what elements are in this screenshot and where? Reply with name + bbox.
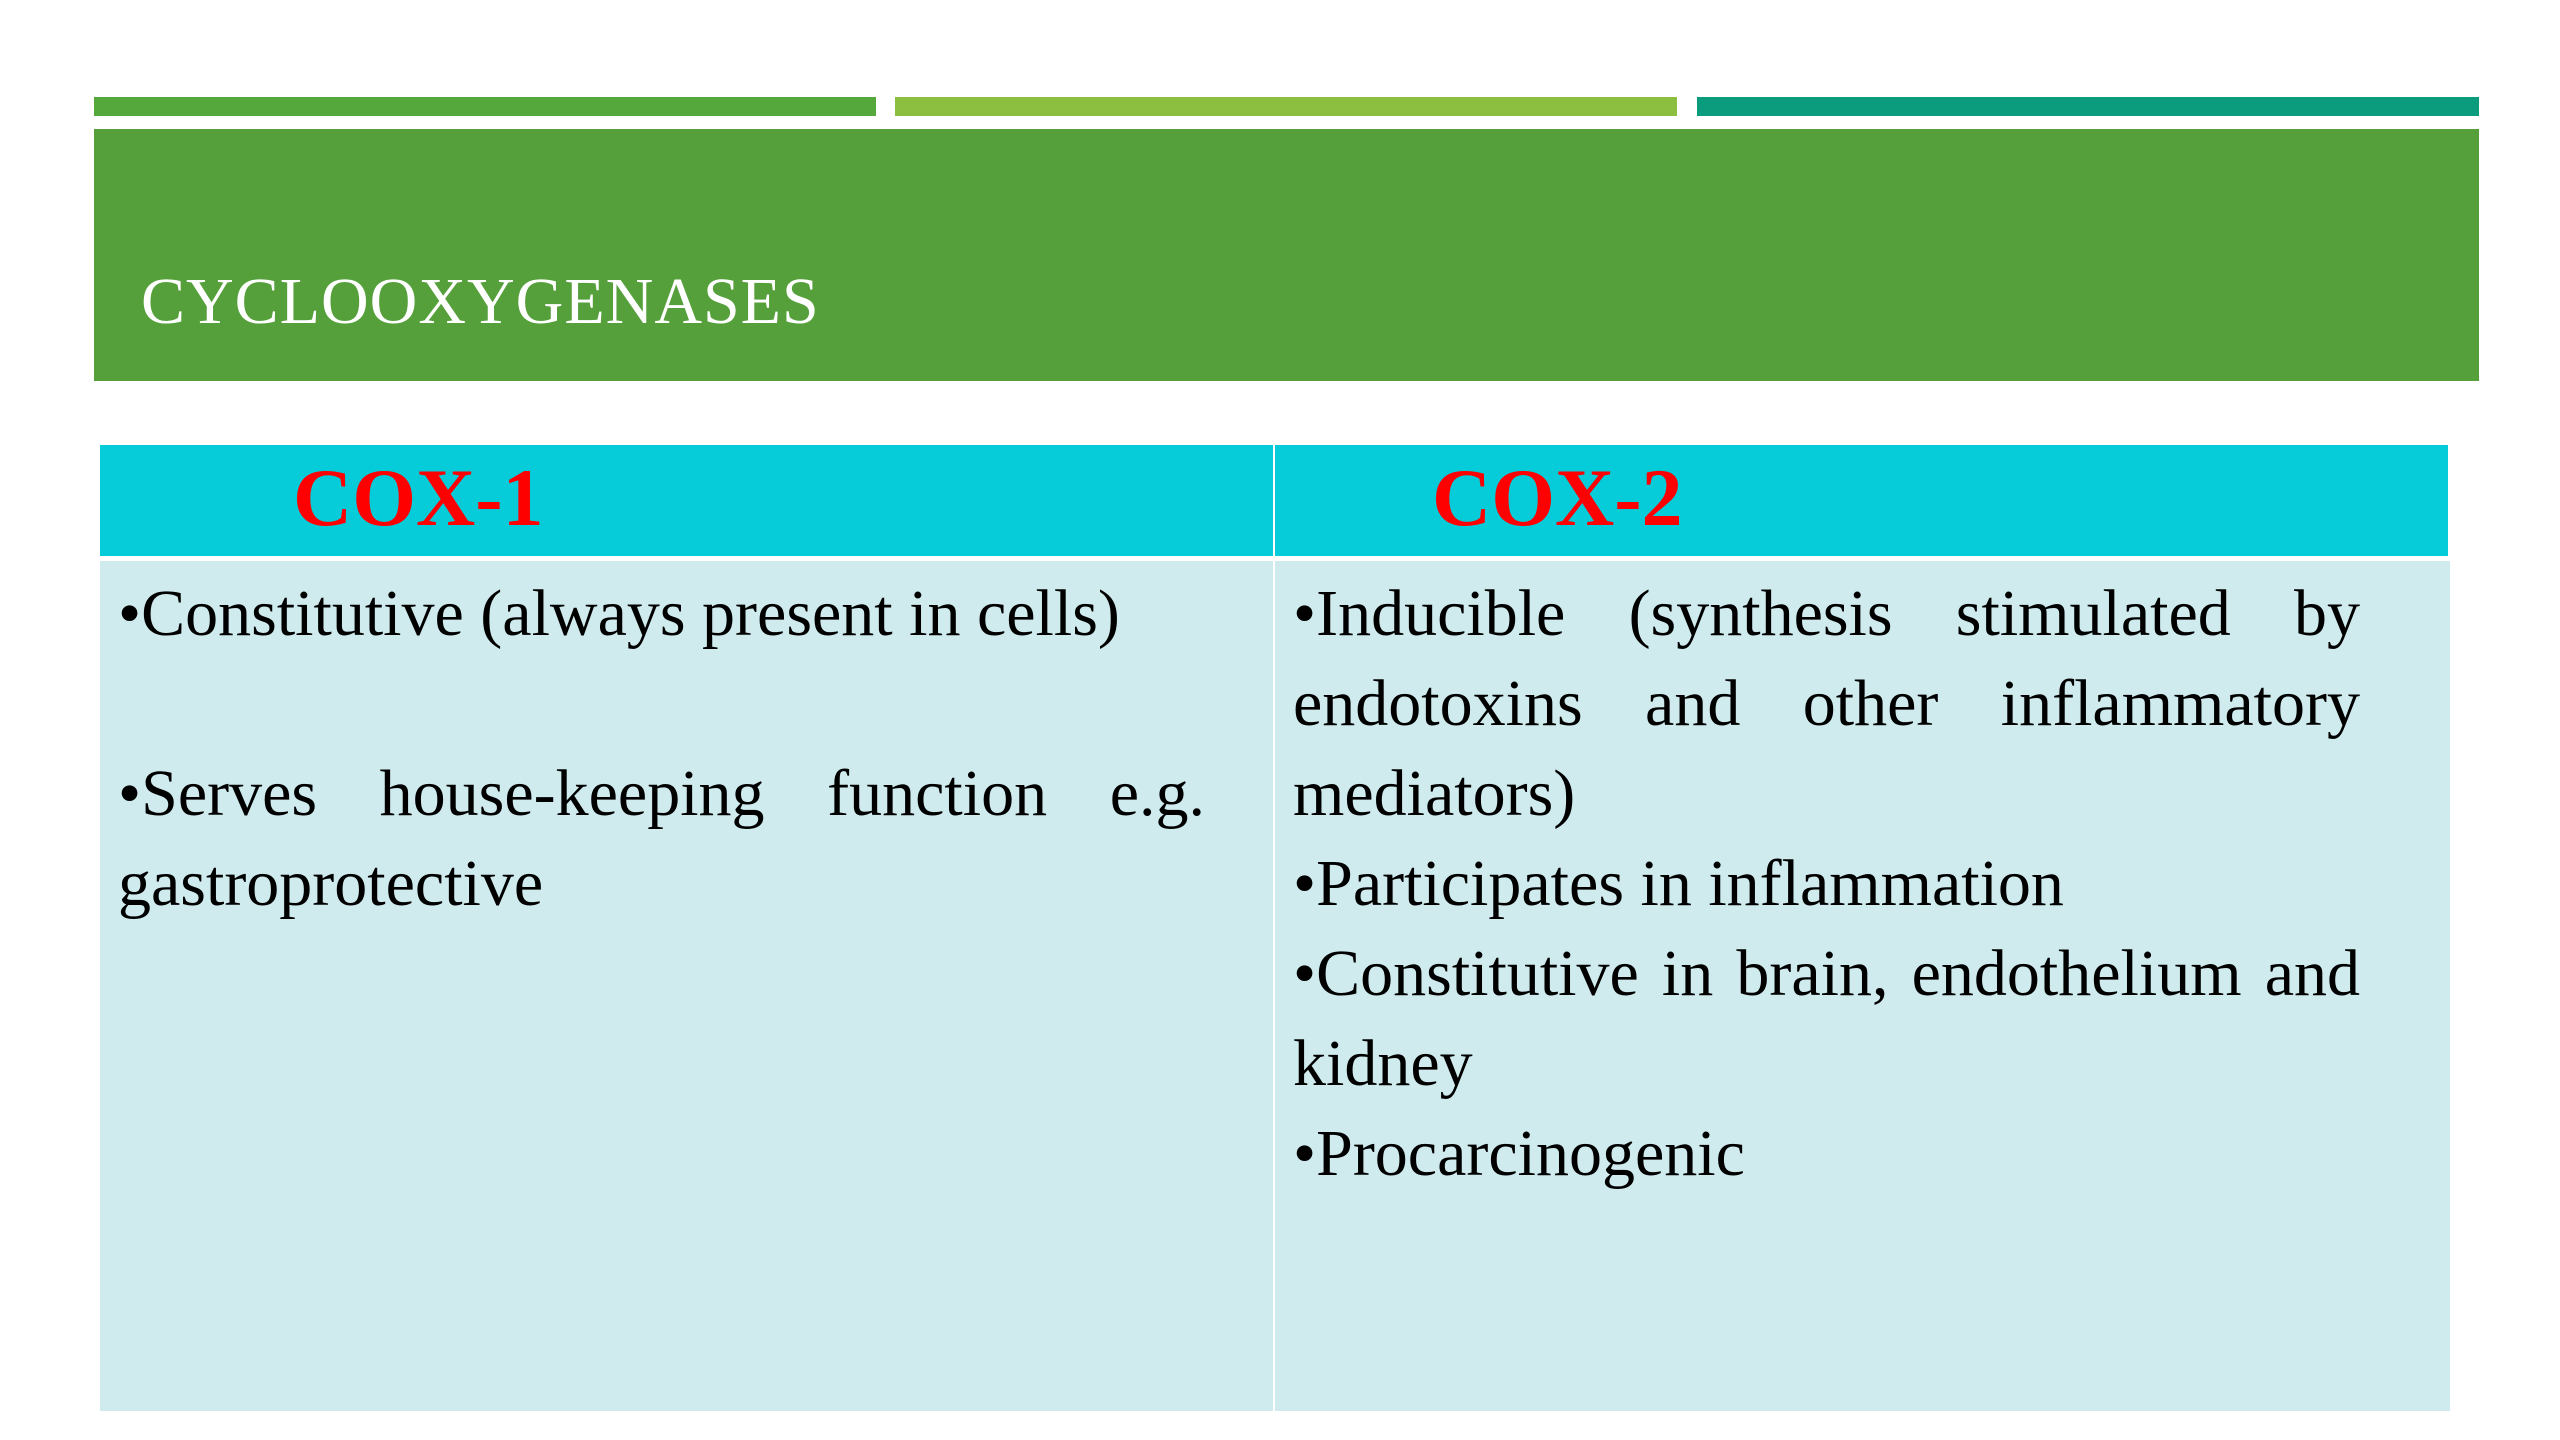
list-item: •Procarcinogenic <box>1293 1117 1745 1190</box>
title-band: CYCLOOXYGENASES <box>94 129 2479 381</box>
header-label-cox1: COX-1 <box>293 452 544 543</box>
accent-bar-lime <box>895 97 1677 116</box>
accent-bar-teal <box>1697 97 2479 116</box>
list-item: •Participates in inflammation <box>1293 847 2064 920</box>
list-item: •Serves house-keeping function e.g. gast… <box>118 757 1205 920</box>
slide-title: CYCLOOXYGENASES <box>141 265 820 338</box>
header-label-cox2: COX-2 <box>1432 452 1683 543</box>
table-header-cox1: COX-1 <box>100 445 1275 556</box>
list-item: •Inducible (synthesis stimulated by endo… <box>1293 577 2360 830</box>
table-header-cox2: COX-2 <box>1275 445 2450 556</box>
list-item: •Constitutive (always present in cells) <box>118 577 1120 650</box>
accent-bar-green <box>94 97 876 116</box>
table-cell-cox2: •Inducible (synthesis stimulated by endo… <box>1275 556 2450 1411</box>
comparison-table: COX-1 COX-2 •Constitutive (always presen… <box>100 445 2450 1411</box>
table-cell-cox1: •Constitutive (always present in cells) … <box>100 556 1275 1411</box>
list-item: •Constitutive in brain, endothelium and … <box>1293 937 2360 1100</box>
